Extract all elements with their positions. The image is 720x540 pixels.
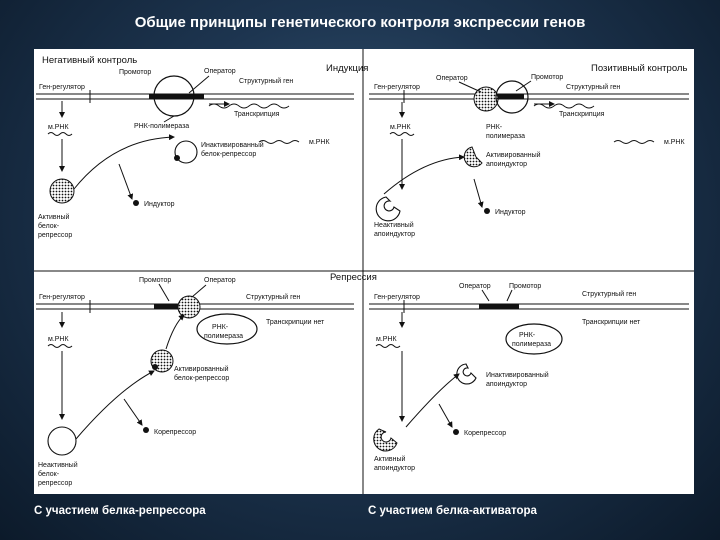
active-repressor-shape [49, 178, 75, 204]
tl-inactive-repressor-2: белок-репрессор [201, 150, 256, 158]
caption-repressor: С участием белка-репрессора [34, 505, 206, 517]
br-corepressor: Корепрессор [464, 430, 506, 437]
br-rna-polymerase-2: полимераза [512, 341, 551, 348]
panel-positive-repression: Ген-регулятор Оператор Промотор Структур… [369, 283, 689, 472]
br-mrna: м.РНК [376, 336, 397, 343]
tr-transcription: Транскрипция [559, 111, 605, 118]
tl-active-repressor-3: репрессор [38, 232, 72, 239]
caption-activator: С участием белка-активатора [368, 505, 537, 517]
bl-active-repressor-1: Активированный [174, 365, 229, 373]
tl-operator: Оператор [204, 68, 236, 75]
tr-promoter: Промотор [531, 74, 563, 81]
header-positive: Позитивный контроль [591, 63, 687, 74]
tl-mrna: м.РНК [48, 124, 69, 131]
br-rna-polymerase-1: РНК- [519, 332, 536, 339]
tr-regulator-gene: Ген-регулятор [374, 84, 420, 91]
tl-transcription: Транскрипция [234, 111, 280, 118]
panel-positive-induction: Ген-регулятор Оператор Промотор Структур… [369, 74, 689, 238]
header-negative: Негативный контроль [42, 55, 137, 66]
bl-promoter: Промотор [139, 277, 171, 284]
bl-regulator-gene: Ген-регулятор [39, 294, 85, 301]
tr-structural-gene: Структурный ген [566, 83, 620, 91]
header-induction: Индукция [326, 63, 368, 74]
bl-inactive-repressor-3: репрессор [38, 480, 72, 487]
br-structural-gene: Структурный ген [582, 290, 636, 298]
tl-promoter: Промотор [119, 69, 151, 76]
tr-active-apoinducer-2: апоиндуктор [486, 161, 527, 168]
tr-mrna: м.РНК [390, 124, 411, 131]
tr-inactive-apoinducer-2: апоиндуктор [374, 231, 415, 238]
tr-rna-polymerase-2: полимераза [486, 133, 525, 140]
bl-rna-polymerase-1: РНК- [212, 324, 229, 331]
tr-active-apoinducer-1: Активированный [486, 151, 541, 159]
tr-rna-polymerase-1: РНК- [486, 124, 503, 131]
bl-structural-gene: Структурный ген [246, 293, 300, 301]
inactive-repressor-shape [174, 140, 198, 164]
bl-active-repressor-2: белок-репрессор [174, 374, 229, 382]
panel-negative-induction: Ген-регулятор Промотор Оператор Структур… [36, 68, 354, 239]
header-repression: Репрессия [330, 272, 377, 283]
br-inactive-apoinducer-2: апоиндуктор [486, 381, 527, 388]
br-active-apoinducer-1: Активный [374, 455, 406, 463]
tl-mrna2: м.РНК [309, 139, 330, 146]
tl-rna-polymerase: РНК-полимераза [134, 123, 189, 130]
bl-corepressor: Корепрессор [154, 429, 196, 436]
tl-active-repressor-2: белок- [38, 222, 60, 230]
tr-mrna2: м.РНК [664, 139, 685, 146]
tl-inactive-repressor-1: Инактивированный [201, 141, 264, 149]
bl-inactive-repressor-1: Неактивный [38, 461, 78, 469]
tl-structural-gene: Структурный ген [239, 77, 293, 85]
bl-operator: Оператор [204, 277, 236, 284]
br-regulator-gene: Ген-регулятор [374, 294, 420, 301]
br-no-transcription: Транскрипции нет [582, 319, 641, 326]
bl-rna-polymerase-2: полимераза [204, 333, 243, 340]
tr-inducer: Индуктор [495, 209, 526, 216]
bl-no-transcription: Транскрипции нет [266, 319, 325, 326]
panel-negative-repression: Ген-регулятор Промотор Оператор Структур… [36, 277, 354, 487]
diagram-figure: Негативный контроль Позитивный контроль … [34, 49, 694, 494]
bl-inactive-repressor-2: белок- [38, 470, 60, 478]
br-operator: Оператор [459, 283, 491, 290]
tl-regulator-gene: Ген-регулятор [39, 84, 85, 91]
tl-inducer: Индуктор [144, 201, 175, 208]
br-promoter: Промотор [509, 283, 541, 290]
gene-control-diagram: Негативный контроль Позитивный контроль … [34, 49, 694, 494]
br-active-apoinducer-2: апоиндуктор [374, 465, 415, 472]
tl-active-repressor-1: Активный [38, 213, 70, 221]
tr-operator: Оператор [436, 75, 468, 82]
tr-inactive-apoinducer-1: Неактивный [374, 221, 414, 229]
bl-mrna: м.РНК [48, 336, 69, 343]
slide-title: Общие принципы генетического контроля эк… [134, 14, 586, 31]
br-inactive-apoinducer-1: Инактивированный [486, 371, 549, 379]
